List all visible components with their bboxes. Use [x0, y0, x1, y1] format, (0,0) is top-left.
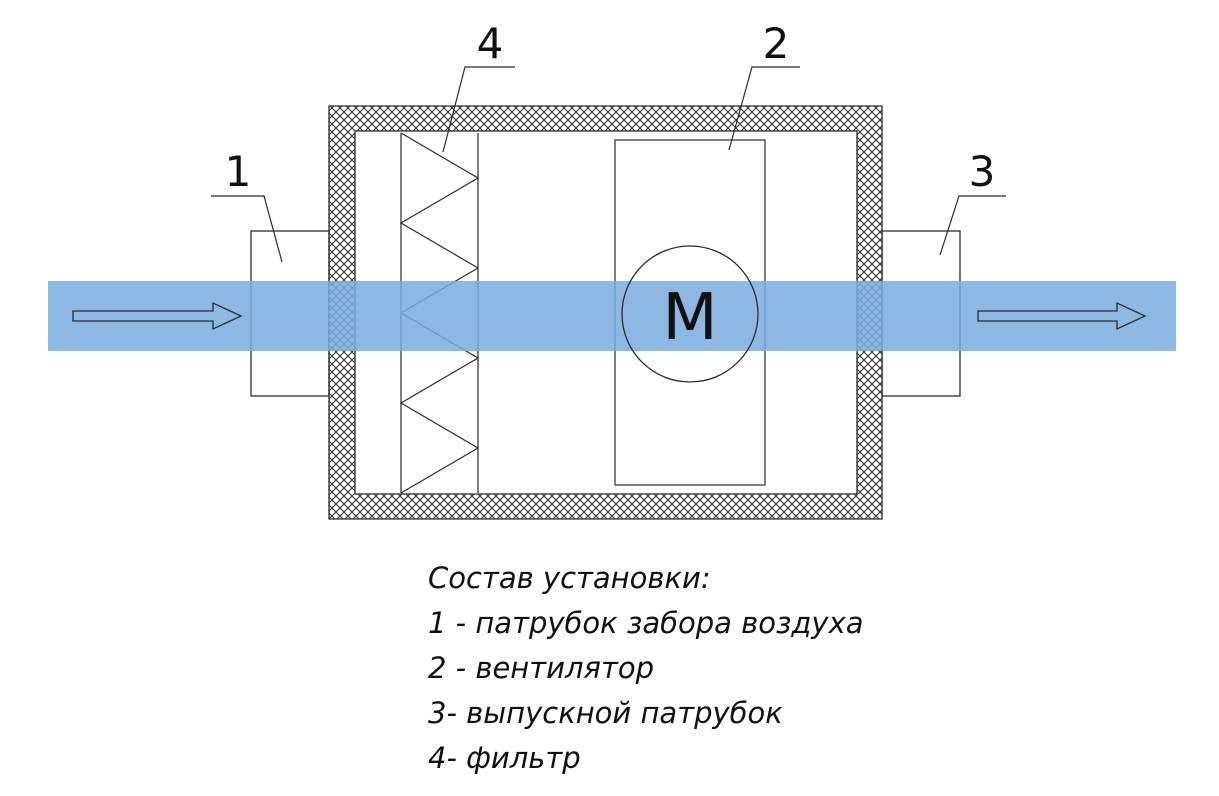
- airflow-band: [48, 281, 1176, 351]
- callout-number-2: 2: [763, 19, 790, 68]
- inflow-arrow-icon: [72, 301, 243, 331]
- outflow-arrow-icon: [977, 301, 1147, 331]
- motor-symbol: M: [662, 281, 717, 355]
- callout-number-1: 1: [225, 147, 252, 196]
- housing-wall: [328, 105, 883, 520]
- legend-item-3: 3- выпускной патрубок: [428, 696, 783, 730]
- legend-item-4: 4- фильтр: [428, 741, 581, 775]
- motor-circle: [621, 245, 759, 383]
- legend-title: Состав установки:: [428, 561, 711, 595]
- legend-item-1: 1 - патрубок забора воздуха: [428, 606, 864, 640]
- callout-number-3: 3: [969, 147, 996, 196]
- legend: Состав установки: 1 - патрубок забора во…: [428, 556, 864, 781]
- callout-number-4: 4: [477, 19, 504, 68]
- leader-lines: [211, 66, 1006, 263]
- legend-item-2: 2 - вентилятор: [428, 651, 655, 685]
